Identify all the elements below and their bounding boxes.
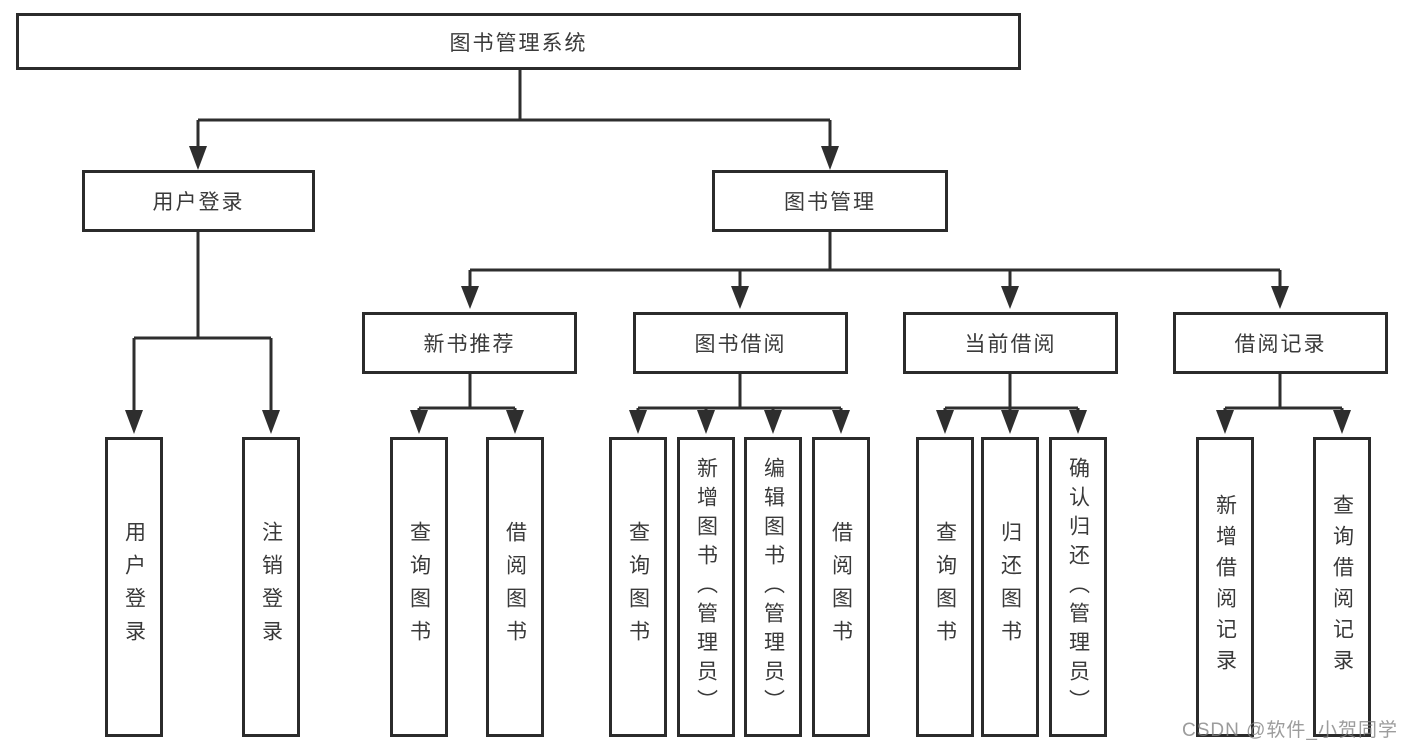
node-current-borrow: 当前借阅 bbox=[903, 312, 1118, 374]
leaf-borrow-books-recommend-label: 借阅图书 bbox=[503, 521, 527, 653]
leaf-query-borrow-record: 查询借阅记录 bbox=[1313, 437, 1371, 737]
edge-book-management-to-level3 bbox=[461, 232, 1289, 309]
leaf-borrow-books: 借阅图书 bbox=[812, 437, 870, 737]
node-user-login: 用户登录 bbox=[82, 170, 315, 232]
leaf-add-borrow-record-label: 新增借阅记录 bbox=[1213, 494, 1237, 680]
leaf-confirm-return-admin: 确认归还（管理员） bbox=[1049, 437, 1107, 737]
leaf-query-books-current: 查询图书 bbox=[916, 437, 974, 737]
node-root-system: 图书管理系统 bbox=[16, 13, 1021, 70]
edge-root-to-level2 bbox=[189, 70, 839, 170]
leaf-query-borrow-record-label: 查询借阅记录 bbox=[1330, 494, 1354, 680]
edge-book-borrow-to-leaves bbox=[629, 374, 850, 434]
leaf-query-books-borrow: 查询图书 bbox=[609, 437, 667, 737]
leaf-user-login-label: 用户登录 bbox=[122, 521, 146, 653]
node-borrow-records: 借阅记录 bbox=[1173, 312, 1388, 374]
node-new-book-recommend: 新书推荐 bbox=[362, 312, 577, 374]
edge-user-login-to-leaves bbox=[125, 232, 280, 434]
leaf-query-books-current-label: 查询图书 bbox=[933, 521, 957, 653]
leaf-return-books-label: 归还图书 bbox=[998, 521, 1022, 653]
leaf-add-books-admin: 新增图书（管理员） bbox=[677, 437, 735, 737]
leaf-add-borrow-record: 新增借阅记录 bbox=[1196, 437, 1254, 737]
leaf-add-books-admin-label: 新增图书（管理员） bbox=[694, 456, 718, 718]
edge-current-borrow-to-leaves bbox=[936, 374, 1087, 434]
leaf-return-books: 归还图书 bbox=[981, 437, 1039, 737]
node-book-borrow: 图书借阅 bbox=[633, 312, 848, 374]
leaf-query-books-recommend-label: 查询图书 bbox=[407, 521, 431, 653]
leaf-query-books-recommend: 查询图书 bbox=[390, 437, 448, 737]
edge-new-books-to-leaves bbox=[410, 374, 524, 434]
leaf-edit-books-admin-label: 编辑图书（管理员） bbox=[761, 456, 785, 718]
node-book-management: 图书管理 bbox=[712, 170, 948, 232]
csdn-watermark: CSDN @软件_小贺同学 bbox=[1182, 720, 1398, 741]
leaf-user-login: 用户登录 bbox=[105, 437, 163, 737]
leaf-edit-books-admin: 编辑图书（管理员） bbox=[744, 437, 802, 737]
leaf-borrow-books-recommend: 借阅图书 bbox=[486, 437, 544, 737]
edge-borrow-records-to-leaves bbox=[1216, 374, 1351, 434]
leaf-logout-label: 注销登录 bbox=[259, 521, 283, 653]
leaf-borrow-books-label: 借阅图书 bbox=[829, 521, 853, 653]
leaf-logout: 注销登录 bbox=[242, 437, 300, 737]
leaf-query-books-borrow-label: 查询图书 bbox=[626, 521, 650, 653]
leaf-confirm-return-admin-label: 确认归还（管理员） bbox=[1066, 456, 1090, 718]
